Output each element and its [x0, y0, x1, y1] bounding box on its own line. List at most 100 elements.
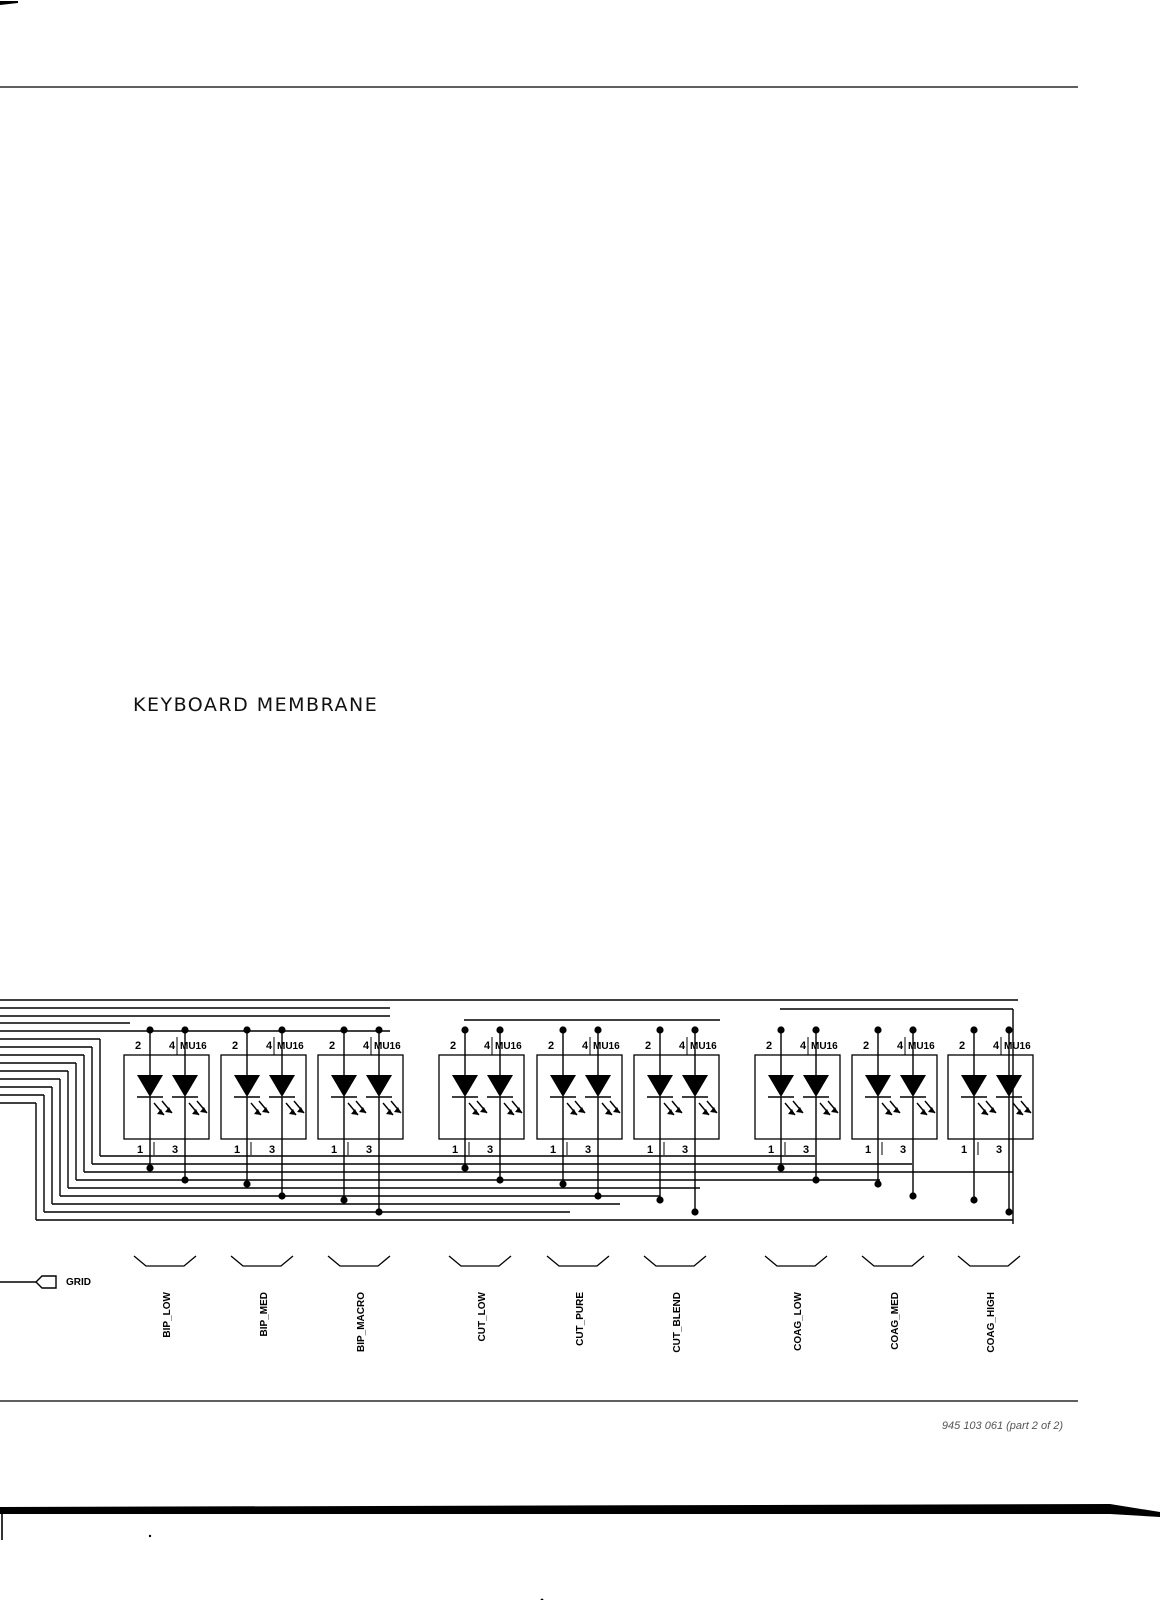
pin-number: 3: [996, 1144, 1002, 1156]
part-label: MU16: [374, 1041, 401, 1052]
light-arrow-head: [578, 1107, 585, 1113]
pin-number: 3: [487, 1144, 493, 1156]
junction-dot: [461, 1026, 469, 1034]
key-label: CUT_LOW: [477, 1291, 488, 1341]
pin-number: 2: [135, 1040, 141, 1052]
light-arrow-head: [480, 1107, 487, 1113]
key-contact-symbol: [764, 1255, 828, 1267]
led-package: [220, 1054, 307, 1140]
junction-dot: [461, 1164, 469, 1172]
junction-dot: [970, 1026, 978, 1034]
light-arrow-head: [297, 1107, 304, 1113]
key-contact-symbol: [327, 1255, 391, 1267]
pin-number: 3: [269, 1144, 275, 1156]
junction-dot: [691, 1026, 699, 1034]
key-label: CUT_PURE: [575, 1292, 586, 1346]
pin-number: 1: [961, 1144, 967, 1156]
junction-dot: [777, 1164, 785, 1172]
junction-dot: [1005, 1208, 1013, 1216]
junction-dot: [278, 1026, 286, 1034]
pin-number: 1: [234, 1144, 240, 1156]
key-label: BIP_MED: [259, 1292, 270, 1336]
light-arrow-head: [981, 1109, 988, 1115]
led-diode-symbol: [865, 1075, 891, 1097]
page-title: KEYBOARD MEMBRANE: [133, 694, 379, 716]
led-package: [851, 1054, 938, 1140]
pin-number: 3: [366, 1144, 372, 1156]
led-diode-symbol: [137, 1075, 163, 1097]
light-arrow-head: [262, 1107, 269, 1113]
led-package: [947, 1054, 1034, 1140]
light-arrow-head: [289, 1109, 296, 1115]
light-arrow-head: [989, 1107, 996, 1113]
part-label: MU16: [1004, 1041, 1031, 1052]
light-arrow-head: [796, 1107, 803, 1113]
light-arrow-head: [613, 1107, 620, 1113]
corner-mark: [0, 1, 18, 5]
junction-dot: [181, 1026, 189, 1034]
junction-dot: [243, 1180, 251, 1188]
light-arrow-head: [710, 1107, 717, 1113]
pin-number: 3: [585, 1144, 591, 1156]
led-diode-symbol: [487, 1075, 513, 1097]
part-label: MU16: [495, 1041, 522, 1052]
led-diode-symbol: [234, 1075, 260, 1097]
pin-number: 4: [266, 1040, 273, 1052]
light-arrow-head: [472, 1109, 479, 1115]
led-diode-symbol: [366, 1075, 392, 1097]
part-label: MU16: [593, 1041, 620, 1052]
pin-number: 1: [647, 1144, 653, 1156]
led-diode-symbol: [682, 1075, 708, 1097]
led-package: [123, 1054, 210, 1140]
junction-dot: [375, 1026, 383, 1034]
junction-dot: [874, 1180, 882, 1188]
light-arrow-head: [831, 1107, 838, 1113]
pin-number: 2: [548, 1040, 554, 1052]
led-diode-symbol: [961, 1075, 987, 1097]
light-arrow-head: [570, 1109, 577, 1115]
junction-dot: [777, 1026, 785, 1034]
light-arrow-head: [1024, 1107, 1031, 1113]
light-arrow-head: [675, 1107, 682, 1113]
pin-number: 3: [682, 1144, 688, 1156]
junction-dot: [559, 1180, 567, 1188]
junction-dot: [496, 1026, 504, 1034]
light-arrow-head: [386, 1109, 393, 1115]
key-label: CUT_BLEND: [672, 1292, 683, 1353]
pin-number: 4: [993, 1040, 1000, 1052]
part-label: MU16: [690, 1041, 717, 1052]
junction-dot: [340, 1026, 348, 1034]
junction-dot: [656, 1196, 664, 1204]
junction-dot: [278, 1192, 286, 1200]
light-arrow-head: [823, 1109, 830, 1115]
scan-speck: [148, 1534, 152, 1538]
part-label: MU16: [811, 1041, 838, 1052]
light-arrow-head: [165, 1107, 172, 1113]
led-diode-symbol: [768, 1075, 794, 1097]
pin-number: 1: [550, 1144, 556, 1156]
led-diode-symbol: [269, 1075, 295, 1097]
led-package: [317, 1054, 404, 1140]
pin-number: 1: [452, 1144, 458, 1156]
led-diode-symbol: [996, 1075, 1022, 1097]
junction-dot: [340, 1196, 348, 1204]
light-arrow-head: [885, 1109, 892, 1115]
grid-label: GRID: [66, 1277, 91, 1288]
led-diode-symbol: [647, 1075, 673, 1097]
light-arrow-head: [1016, 1109, 1023, 1115]
key-label: COAG_MED: [890, 1292, 901, 1350]
light-arrow-head: [928, 1107, 935, 1113]
light-arrow-head: [394, 1107, 401, 1113]
key-contact-symbol: [133, 1255, 197, 1267]
pin-number: 3: [803, 1144, 809, 1156]
light-arrow-head: [157, 1109, 164, 1115]
bottom-binding-bar: [0, 1504, 1160, 1517]
key-contact-symbol: [643, 1255, 707, 1267]
light-arrow-head: [507, 1109, 514, 1115]
pin-number: 4: [679, 1040, 686, 1052]
pin-number: 4: [363, 1040, 370, 1052]
pin-number: 2: [959, 1040, 965, 1052]
led-diode-symbol: [803, 1075, 829, 1097]
